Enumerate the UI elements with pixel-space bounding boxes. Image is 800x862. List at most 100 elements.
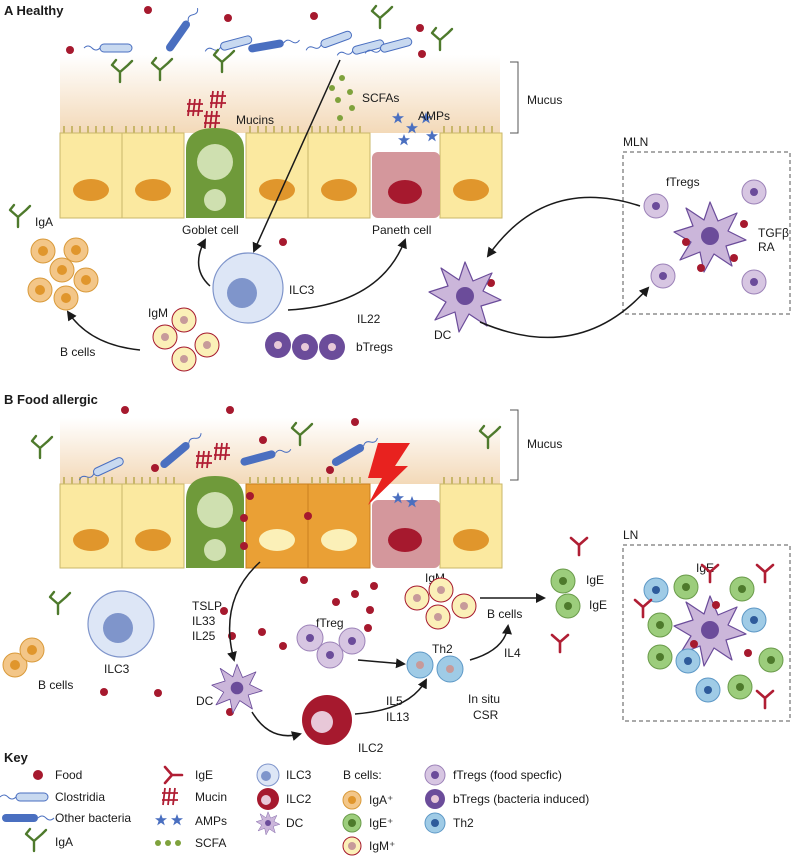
key-amps: AMPs	[195, 814, 227, 828]
ige-icon	[755, 563, 775, 584]
b-cells-left	[2, 637, 45, 678]
key-ftregs: fTregs (food specfic)	[453, 768, 562, 782]
epithelium-b	[59, 477, 503, 569]
th2-cells	[406, 651, 464, 683]
ilc3-label-a: ILC3	[289, 283, 315, 297]
iga-icon	[430, 26, 454, 52]
arrow-bcells-iga	[66, 310, 141, 351]
ftreg-cells	[296, 624, 366, 669]
mln-label: MLN	[623, 135, 648, 149]
ftregs-label: fTregs	[666, 175, 700, 189]
scfa-dot-icon	[155, 840, 181, 846]
igm-label-a: IgM	[148, 306, 168, 320]
b-cell-icon	[342, 836, 362, 856]
amps-label: AMPs	[418, 109, 450, 123]
iga-icon	[370, 4, 394, 30]
key-title: Key	[4, 750, 29, 765]
treg-cell-icon	[425, 789, 445, 809]
b-cells-left-label: B cells	[38, 678, 73, 692]
dc-cell-icon	[255, 811, 281, 836]
b-cells-label-a: B cells	[60, 345, 95, 359]
ftreg-label: fTreg	[316, 616, 344, 630]
ilc3-label-b: ILC3	[104, 662, 130, 676]
arrow-th2-bcells	[469, 624, 512, 661]
panel-a-title: A Healthy	[4, 3, 64, 18]
key-iga: IgA	[55, 835, 73, 849]
food-dot-icon	[33, 770, 43, 780]
mucin-icon	[161, 787, 179, 806]
mucus-label-a: Mucus	[527, 93, 562, 107]
arrow-epithelium-dc	[227, 561, 261, 662]
iga-icon	[24, 827, 48, 853]
btregs-label: bTregs	[356, 340, 393, 354]
il22-label: IL22	[357, 312, 381, 326]
clostridia-icon	[0, 792, 49, 802]
key-scfa: SCFA	[195, 836, 226, 850]
ilc2-cell-icon	[257, 788, 279, 810]
mucus-layer-b	[60, 418, 500, 484]
paneth-cell-b	[372, 500, 440, 568]
mln-food	[682, 220, 748, 272]
food-dots-a	[66, 6, 495, 287]
scfa-dots	[329, 75, 355, 121]
ige-icon	[755, 689, 775, 710]
key-food: Food	[55, 768, 82, 782]
mln-box	[622, 151, 791, 315]
iga-b-cells	[27, 237, 99, 311]
mln-tregs	[643, 179, 767, 295]
arrow-mln-dc	[486, 196, 641, 258]
ige-icon	[569, 536, 589, 557]
ilc2-cell	[302, 695, 352, 745]
arrow-ilc2-th2	[354, 678, 427, 715]
csr-label: CSR	[473, 708, 499, 722]
bacteria-icon	[247, 35, 301, 54]
ilc3-cell-a	[212, 252, 284, 324]
il4-label: IL4	[504, 646, 521, 660]
clostridia-icon	[203, 34, 254, 56]
key-dc: DC	[286, 816, 304, 830]
ige-label-2: IgE	[589, 598, 607, 612]
epithelium-a	[59, 126, 503, 219]
clostridia-icon	[304, 29, 354, 55]
ige-icon	[163, 765, 184, 785]
key-iga-plus: IgA⁺	[369, 793, 393, 807]
scfas-label: SCFAs	[362, 91, 399, 105]
ln-label: LN	[623, 528, 638, 542]
treg-cell-icon	[424, 764, 446, 786]
ige-b-cells-mid	[550, 568, 581, 619]
goblet-cell-label: Goblet cell	[182, 223, 239, 237]
ilc3-cell-icon	[256, 763, 280, 787]
igm-b-cells-a	[152, 307, 220, 372]
th2-cell-icon	[424, 812, 446, 834]
key-btregs: bTregs (bacteria induced)	[453, 792, 589, 806]
amp-star-icon	[398, 134, 410, 146]
amp-star-icon	[171, 814, 183, 826]
key-ige: IgE	[195, 768, 213, 782]
dc-label-a: DC	[434, 328, 452, 342]
arrow-dc-mln	[479, 286, 650, 339]
amp-star-icon	[155, 814, 167, 826]
goblet-cell-a	[186, 128, 244, 218]
tslp-label: TSLP	[192, 599, 222, 613]
il25-label: IL25	[192, 629, 216, 643]
ln-cells	[643, 574, 784, 703]
igm-b-cells-b	[404, 577, 477, 630]
key-ige-plus: IgE⁺	[369, 816, 393, 830]
il33-label: IL33	[192, 614, 216, 628]
mucus-bracket-b	[510, 409, 519, 481]
b-cell-icon	[342, 790, 362, 810]
ige-label-1: IgE	[586, 573, 604, 587]
key-other-bacteria: Other bacteria	[55, 811, 131, 825]
arrow-ftreg-th2	[357, 658, 406, 669]
key-igm-plus: IgM⁺	[369, 839, 395, 853]
il13-label: IL13	[386, 710, 410, 724]
key-ilc2: ILC2	[286, 792, 312, 806]
btregs-cells	[265, 332, 345, 360]
goblet-cell-b	[186, 476, 244, 568]
ilc3-cell-b	[87, 590, 155, 658]
iga-icon	[48, 590, 72, 616]
iga-label-a: IgA	[35, 215, 53, 229]
dc-label-b: DC	[196, 694, 214, 708]
iga-icon	[30, 434, 54, 460]
